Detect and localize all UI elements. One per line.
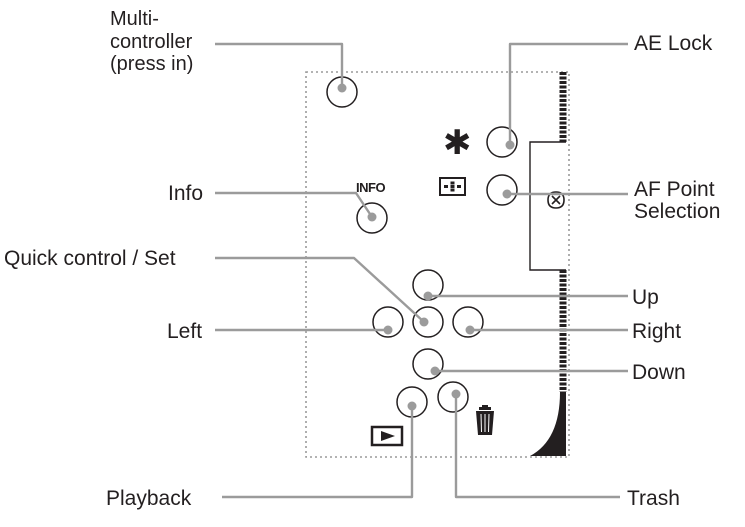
svg-text:controller: controller: [110, 31, 193, 53]
label-ae-lock: AE Lock: [634, 32, 713, 55]
down-button[interactable]: [412, 348, 444, 380]
ae-lock-star-icon: ✱: [443, 123, 472, 163]
leader-down: [430, 366, 628, 376]
svg-text:AF Point: AF Point: [634, 178, 715, 201]
svg-text:Multi-: Multi-: [110, 8, 159, 30]
leader-right: [465, 325, 628, 335]
leader-ae-lock: [505, 42, 628, 150]
svg-text:(press in): (press in): [110, 53, 193, 75]
label-quick-control-set: Quick control / Set: [4, 247, 176, 270]
leader-trash: [451, 389, 620, 499]
leader-playback: [222, 401, 417, 499]
camera-body-outline: [305, 71, 570, 458]
label-up: Up: [632, 286, 659, 309]
label-info: Info: [168, 182, 203, 205]
label-playback: Playback: [106, 487, 192, 510]
leader-multi-controller: [215, 42, 347, 93]
camera-body-edge: [529, 72, 567, 456]
label-left: Left: [167, 320, 202, 343]
leader-af-point: [502, 189, 628, 199]
side-connector-icon: [547, 191, 565, 209]
leader-up: [423, 291, 628, 301]
play-icon: [370, 425, 404, 447]
leader-quick-control-set: [215, 256, 429, 327]
label-multi-controller: Multi- controller (press in): [110, 8, 193, 75]
label-right: Right: [632, 320, 681, 343]
leader-left: [215, 325, 393, 335]
leader-info: [215, 191, 377, 222]
label-af-point-selection: AF Point Selection: [634, 178, 720, 223]
svg-text:Selection: Selection: [634, 200, 720, 223]
trash-icon: [476, 405, 494, 435]
label-down: Down: [632, 361, 686, 384]
af-point-selection-button[interactable]: [486, 174, 518, 206]
label-trash: Trash: [627, 487, 680, 510]
af-point-grid-icon: [439, 177, 466, 196]
info-button-marking: INFO: [356, 180, 385, 195]
